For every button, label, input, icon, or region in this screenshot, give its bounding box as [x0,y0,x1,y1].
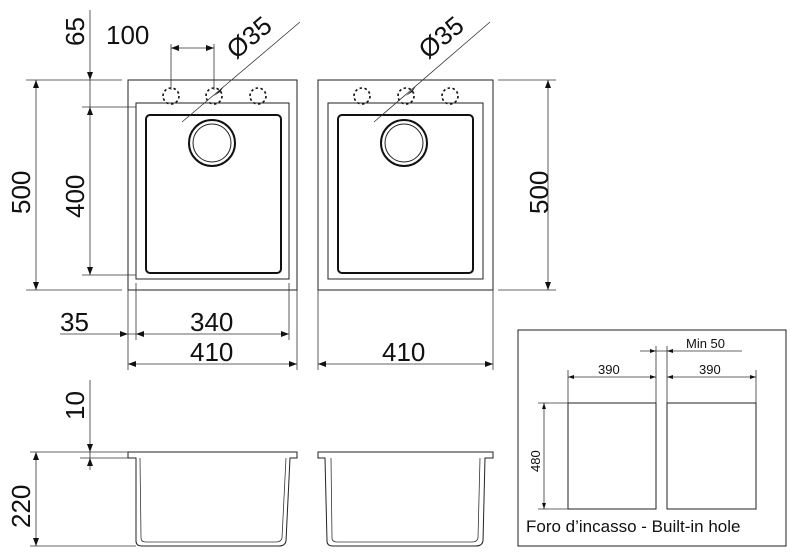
tap-hole-left-1 [162,87,180,105]
left-basin-outer [135,102,290,280]
left-sink-plan [127,79,298,291]
dim-top-offset: 65 [60,17,90,46]
dim-rim-width: 35 [60,307,89,337]
dim-hole-spacing: 100 [106,20,149,50]
right-sink-plan [317,79,494,291]
cutout-right [666,402,757,510]
dim-depth: 220 [6,485,36,528]
tap-hole-right-3 [441,87,459,105]
tap-hole-left-3 [249,87,267,105]
cutout-width-left-label: 390 [598,362,620,377]
left-drain-outer [188,119,236,167]
right-drain-inner [384,123,424,163]
dim-basin-width: 340 [190,307,233,337]
cutout-gap-label: Min 50 [686,336,725,351]
tap-hole-right-2 [397,87,415,105]
cutout-height-label: 480 [528,450,543,472]
dim-width-left: 410 [190,337,233,367]
right-sink-section [317,451,494,547]
cutout-frame [517,329,787,547]
left-sink-section [127,451,298,547]
left-sink-outline [127,79,298,291]
cutout-caption: Foro d’incasso - Built-in hole [526,517,740,536]
dim-hole-diameter-left: Ø35 [221,10,278,65]
right-drain-outer [380,119,428,167]
built-in-hole-panel [517,329,787,547]
dim-rim-thickness: 10 [60,391,90,420]
dim-height-right: 500 [524,171,554,214]
dim-hole-diameter-right: Ø35 [413,10,470,65]
section-view [30,380,494,547]
arrowheads [33,45,551,367]
right-basin-outer [327,102,484,280]
dim-basin-height: 400 [60,175,90,218]
right-sink-outline [317,79,494,291]
left-basin [145,114,282,274]
cutout-left [567,402,657,510]
cutout-width-right-label: 390 [699,362,721,377]
tap-hole-right-1 [353,87,371,105]
dim-height-left: 500 [6,171,36,214]
plan-dimension-lines [26,10,556,370]
right-basin [337,114,474,274]
left-drain-inner [192,123,232,163]
dim-width-right: 410 [382,337,425,367]
